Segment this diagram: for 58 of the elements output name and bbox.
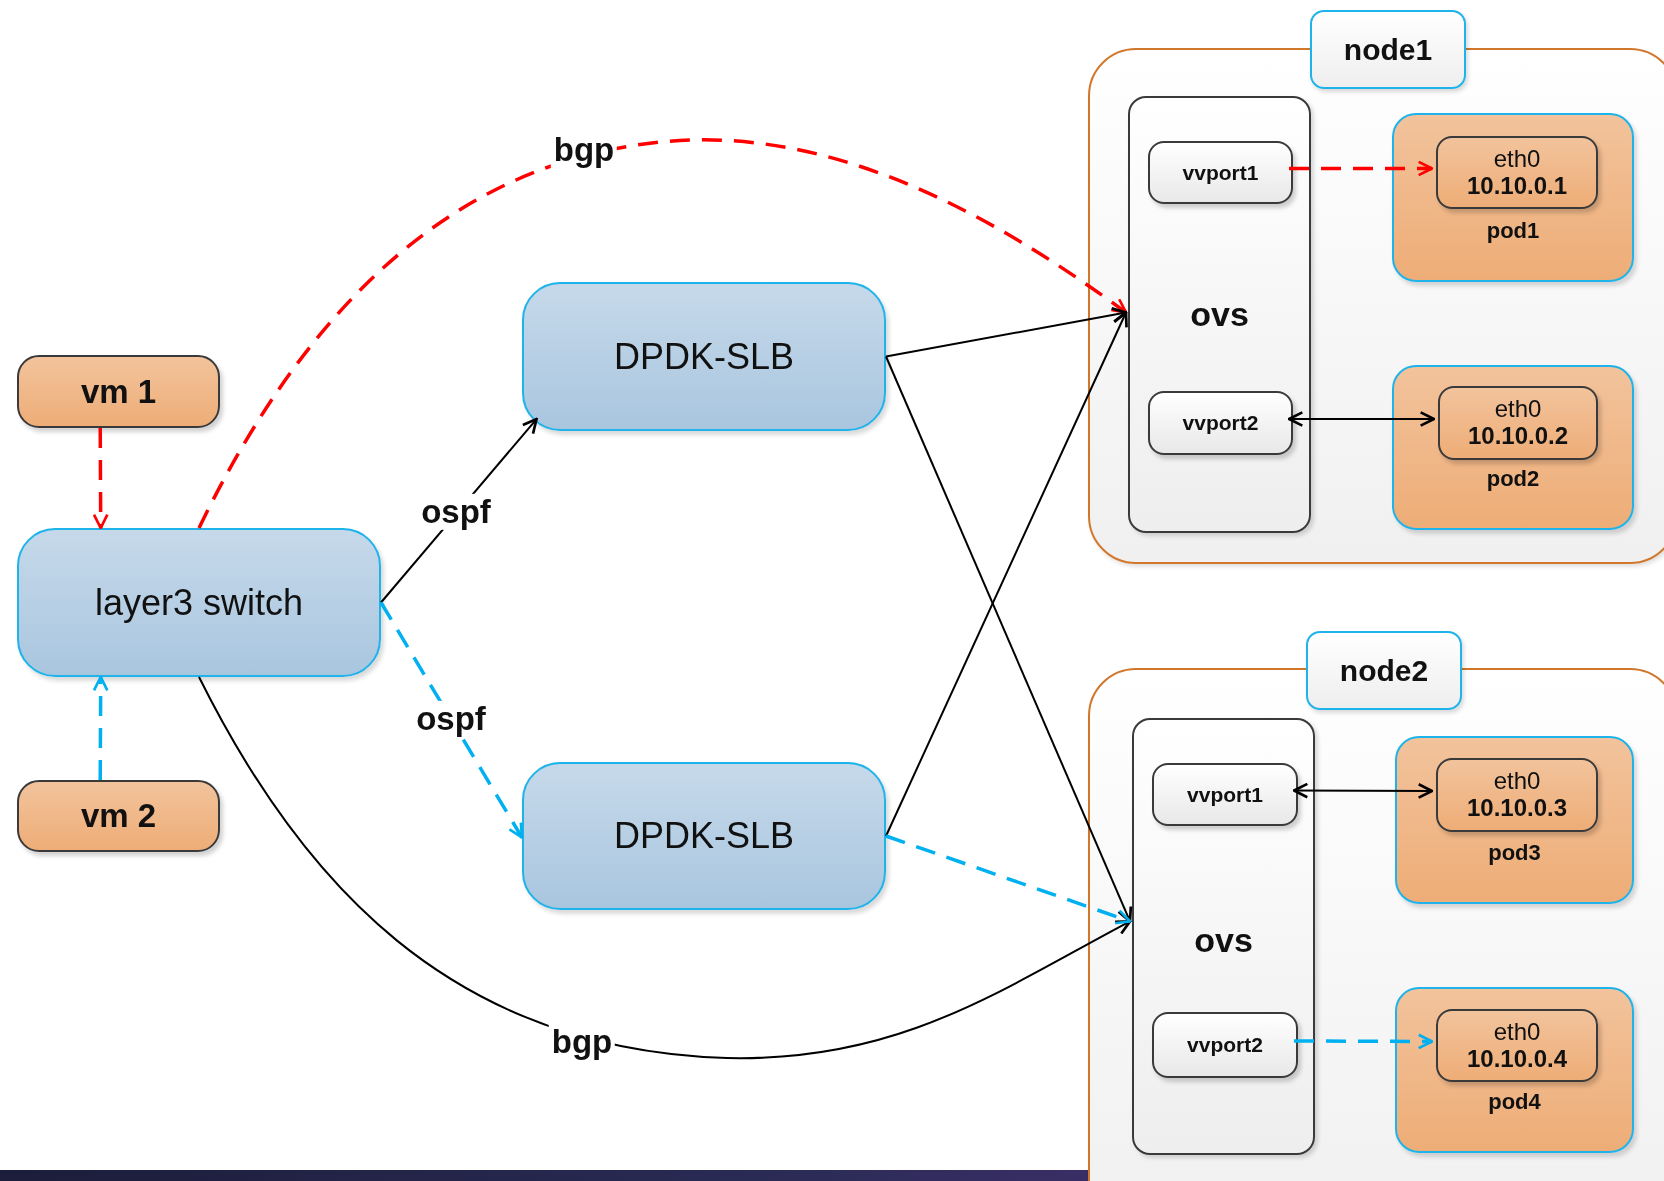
port-box — [1148, 391, 1293, 455]
pod-box — [1392, 113, 1634, 282]
double-arrow — [1292, 782, 1434, 799]
arrow — [885, 307, 1128, 358]
interface-box — [1436, 1009, 1598, 1082]
arrow — [92, 428, 109, 530]
interface-box — [1436, 136, 1598, 209]
arrow — [885, 311, 1128, 837]
port-box — [1152, 1012, 1298, 1078]
interface-name: eth0 — [1493, 145, 1541, 172]
pod-label: pod4 — [1487, 1089, 1542, 1115]
node-label: vm 1 — [80, 372, 157, 411]
port-box — [1148, 141, 1293, 204]
arrow — [885, 834, 1132, 925]
node-title: node2 — [1306, 631, 1462, 710]
double-arrow — [1287, 411, 1436, 427]
ip-address: 10.10.0.1 — [1466, 171, 1568, 200]
pod-box — [1395, 736, 1634, 904]
ip-address: 10.10.0.4 — [1466, 1044, 1568, 1073]
switch-label: ovs — [1189, 295, 1250, 334]
interface-name: eth0 — [1493, 1018, 1541, 1045]
arrow — [379, 601, 524, 839]
node-label: vvport2 — [1187, 1033, 1263, 1057]
vm-box — [17, 355, 220, 428]
interface-box — [1436, 758, 1598, 832]
node-title: node1 — [1310, 10, 1466, 89]
interface-name: eth0 — [1494, 396, 1542, 423]
arrow — [1294, 1033, 1434, 1050]
node-label: vvport1 — [1187, 782, 1263, 807]
vm-box — [17, 780, 220, 852]
node-label: layer3 switch — [94, 581, 304, 624]
switch-box — [17, 528, 381, 677]
ip-address: 10.10.0.2 — [1467, 422, 1569, 450]
node-label: vm 2 — [80, 797, 157, 835]
arrow — [197, 138, 1128, 529]
arrow — [92, 675, 109, 780]
pod-label: pod3 — [1487, 840, 1542, 866]
ip-address: 10.10.0.3 — [1466, 794, 1568, 822]
load-balancer-box — [522, 282, 886, 431]
interface-name: eth0 — [1493, 768, 1541, 795]
pod-label: pod2 — [1485, 466, 1541, 492]
pod-label: pod1 — [1485, 218, 1541, 244]
node-label: DPDK-SLB — [613, 815, 795, 857]
switch-panel — [1132, 718, 1315, 1155]
pod-box — [1392, 365, 1634, 530]
arrow — [885, 355, 1133, 923]
port-box — [1152, 763, 1298, 826]
edge-label: bgp — [548, 1023, 616, 1061]
switch-panel — [1128, 96, 1311, 533]
interface-box — [1438, 386, 1598, 460]
node-label: vvport1 — [1182, 160, 1259, 185]
arrow — [198, 676, 1132, 1059]
switch-label: ovs — [1193, 921, 1254, 960]
load-balancer-box — [522, 762, 886, 910]
node-label: vvport2 — [1182, 411, 1259, 435]
pod-box — [1395, 987, 1634, 1153]
node-label: DPDK-SLB — [613, 335, 795, 378]
arrow — [1289, 160, 1434, 177]
